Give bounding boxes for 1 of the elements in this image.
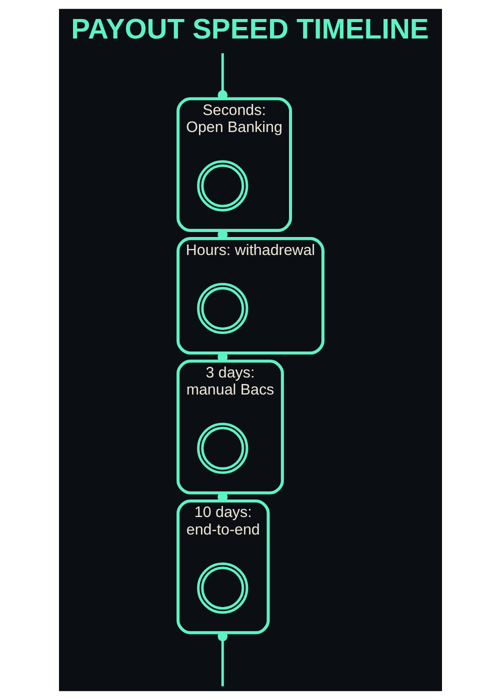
diagram-title: PAYOUT SPEED TIMELINE	[70, 14, 428, 46]
